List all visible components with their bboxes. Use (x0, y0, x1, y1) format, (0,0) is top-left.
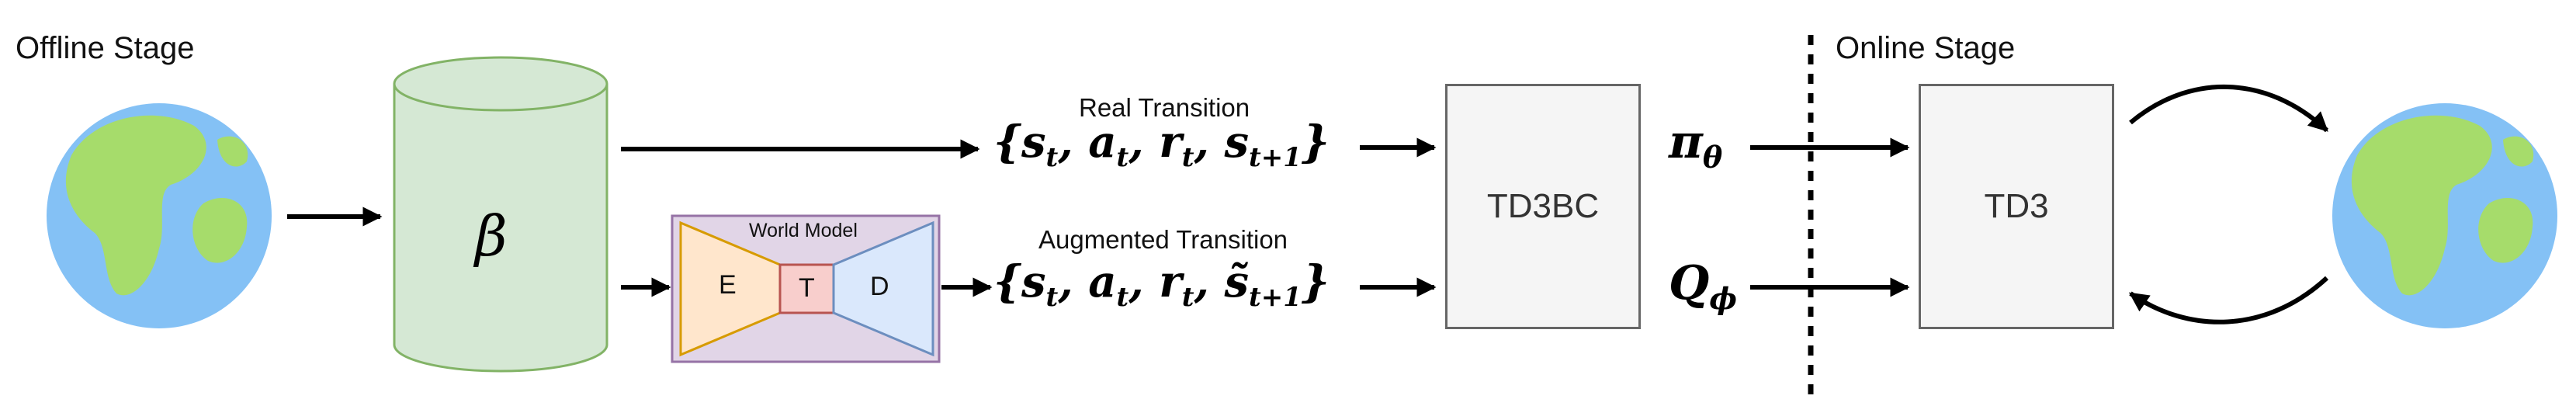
augmented-transition-label: Augmented Transition (1038, 225, 1288, 254)
policy-symbol: πθ (1669, 115, 1723, 175)
globe-island (2503, 136, 2534, 167)
offline-stage-label: Offline Stage (16, 31, 195, 65)
online-stage-label: Online Stage (1836, 31, 2016, 65)
globe-continent (2478, 197, 2533, 263)
globe-continent (192, 197, 248, 263)
critic-symbol: Qϕ (1669, 256, 1738, 316)
decoder-shape (832, 220, 934, 357)
td3-box: TD3 (1919, 84, 2114, 329)
buffer-symbol: β (475, 203, 508, 269)
real-transition-label: Real Transition (1079, 93, 1250, 122)
td3bc-box: TD3BC (1445, 84, 1641, 329)
decoder-label: D (870, 272, 889, 301)
globe-island (217, 136, 248, 167)
transition-shape (778, 263, 835, 314)
encoder-label: E (719, 270, 737, 300)
augmented-transition-tuple: {st, at, rt, s̃t+1} (993, 256, 1330, 314)
earth-globe-icon (2332, 103, 2557, 328)
arrow-td3-to-env (2129, 85, 2329, 133)
arrow-env-to-td3 (2128, 276, 2329, 324)
earth-globe-icon (47, 103, 272, 328)
real-transition-tuple: {st, at, rt, st+1} (993, 116, 1330, 174)
globe-continent (65, 115, 206, 296)
globe-continent (2351, 115, 2492, 296)
replay-buffer-cylinder (393, 56, 608, 373)
world-model-block (671, 214, 941, 363)
world-model-title: World Model (749, 220, 858, 241)
transition-label: T (799, 273, 815, 303)
